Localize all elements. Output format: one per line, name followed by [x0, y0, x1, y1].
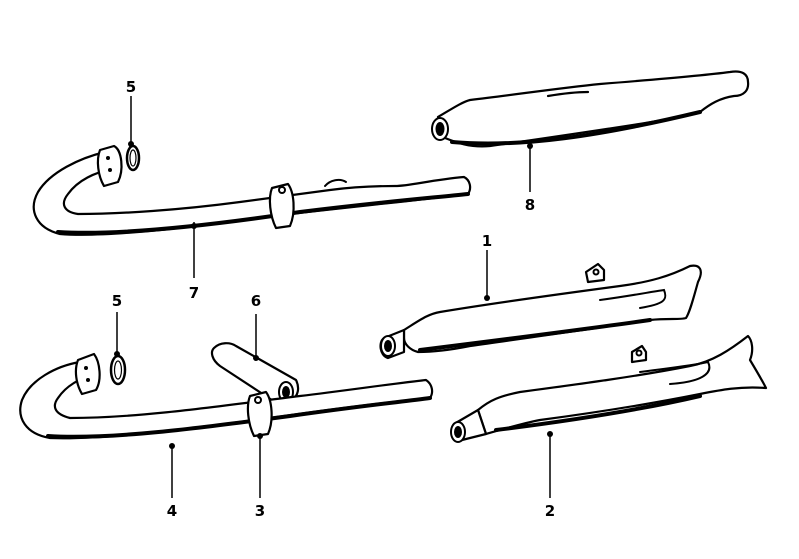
- callout-label-7: 7: [189, 284, 199, 302]
- callout-1: 1: [482, 232, 492, 301]
- callout-6: 6: [251, 292, 261, 361]
- callout-label-6: 6: [251, 292, 261, 310]
- muffler-part-1: [379, 262, 702, 360]
- muffler-part-2: [450, 334, 768, 443]
- callout-7: 7: [189, 222, 199, 302]
- callout-4: 4: [167, 443, 177, 520]
- callout-label-1: 1: [482, 232, 492, 250]
- callout-label-4: 4: [167, 502, 177, 520]
- sealing-ring-part-5-upper: [125, 144, 141, 172]
- callout-label-2: 2: [545, 502, 555, 520]
- callout-8: 8: [525, 143, 535, 214]
- callout-5-upper: 5: [126, 78, 136, 147]
- callout-label-5-lower: 5: [112, 292, 122, 310]
- sealing-ring-part-5-lower: [109, 354, 127, 386]
- clamp-part-3: [246, 390, 273, 438]
- callout-label-8: 8: [525, 196, 535, 214]
- exhaust-pipe-part-4: [19, 352, 434, 440]
- callout-5-lower: 5: [112, 292, 122, 357]
- exhaust-pipe-part-7: [32, 144, 472, 236]
- silencer-part-8: [431, 70, 750, 148]
- callout-label-3: 3: [255, 502, 265, 520]
- callout-label-5-upper: 5: [126, 78, 136, 96]
- crossover-tube-part-6: [210, 342, 300, 406]
- callout-2: 2: [545, 431, 555, 520]
- callout-3: 3: [255, 433, 265, 520]
